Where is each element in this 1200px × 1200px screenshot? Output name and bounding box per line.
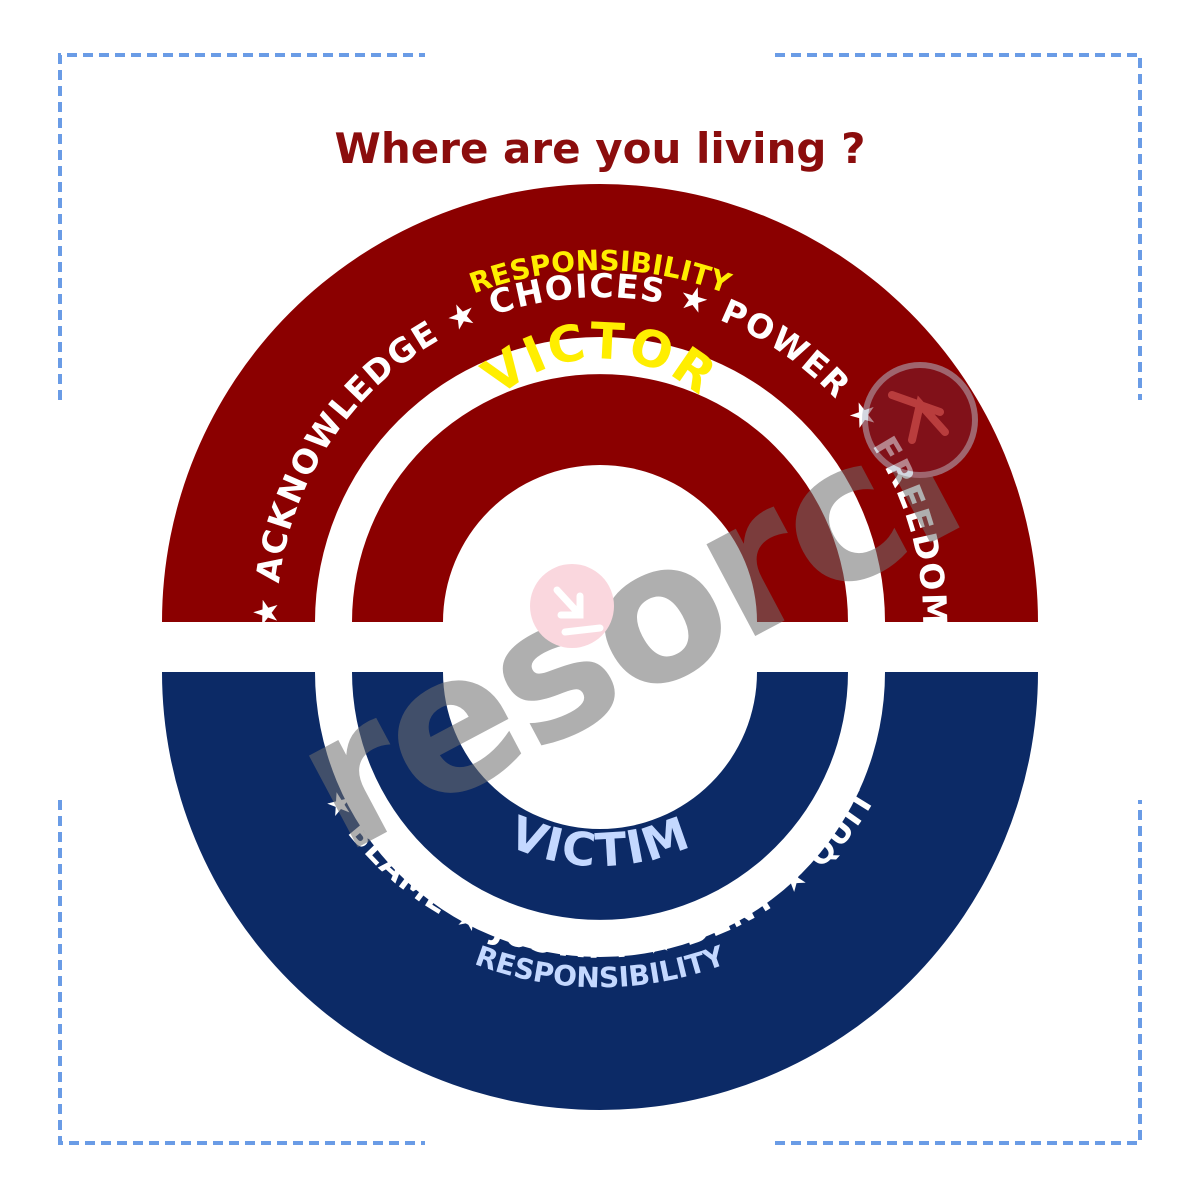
victim-section: VICTIM ★ BLAME ★ JUSTIFY ★ DENY ★ QUIT R…: [162, 672, 1038, 1110]
victor-outer-band: [162, 184, 1038, 622]
resorcio-logo-icon: [862, 362, 978, 478]
page-title: Where are you living ?: [335, 124, 866, 173]
frame-corners: [58, 53, 1142, 1145]
download-marker-icon: [530, 564, 614, 648]
victim-outer-band: [162, 672, 1038, 1110]
victor-inner-band: [352, 374, 848, 622]
victim-inner-band: [352, 672, 848, 920]
